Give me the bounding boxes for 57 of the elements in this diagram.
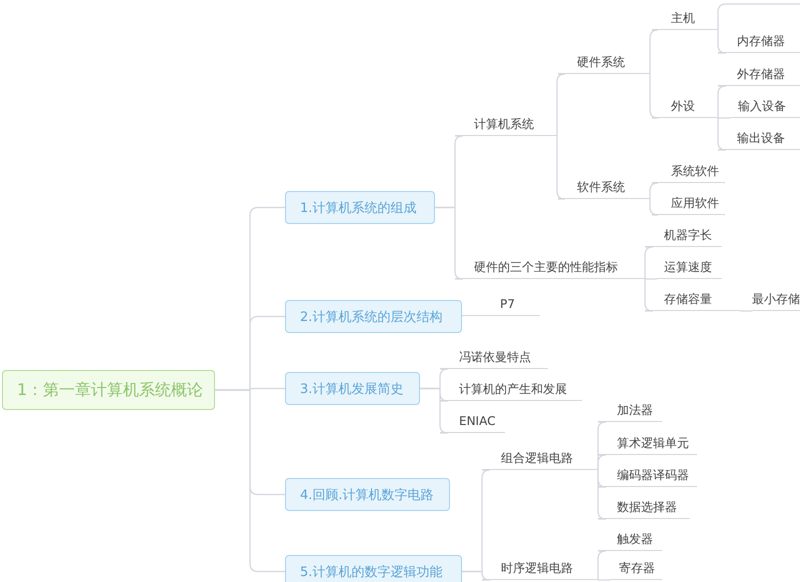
connector-line xyxy=(420,388,449,434)
branch-label: P7 xyxy=(462,294,540,316)
connector-line xyxy=(597,550,607,580)
topic-box: 3.计算机发展简史 xyxy=(285,372,420,405)
connector-line xyxy=(740,310,752,312)
connector-line xyxy=(717,85,727,118)
branch-label: 最小存储 xyxy=(752,289,800,311)
branch-label: 加法器 xyxy=(598,400,662,422)
connector-line xyxy=(649,199,659,216)
root-topic-box: 1：第一章计算机系统概论 xyxy=(2,370,215,410)
connector-line xyxy=(598,579,610,581)
branch-label: ENIAC xyxy=(440,411,505,433)
branch-label: 计算机系统 xyxy=(455,114,557,136)
connector-line xyxy=(645,278,657,280)
branch-label: 编码器译码器 xyxy=(598,465,697,487)
connector-line xyxy=(597,454,607,470)
branch-label: 内存储器 xyxy=(718,31,800,53)
connector-line xyxy=(717,3,800,30)
branch-label: 存储容量 xyxy=(645,289,740,311)
connector-line xyxy=(597,470,607,520)
connector-line xyxy=(717,30,727,54)
connector-line xyxy=(718,117,730,119)
branch-label: 主机 xyxy=(652,8,718,30)
connector-line xyxy=(649,74,659,119)
branch-label: 应用软件 xyxy=(652,193,725,215)
branch-label: 运算速度 xyxy=(657,257,722,279)
connector-line xyxy=(717,118,727,151)
branch-label: 输出设备 xyxy=(718,128,800,150)
connector-line xyxy=(649,29,659,74)
branch-label: 外存储器 xyxy=(718,64,800,86)
branch-label: 数据选择器 xyxy=(598,497,690,519)
topic-box: 5.计算机的数字逻辑功能 xyxy=(285,555,462,582)
branch-label: 硬件系统 xyxy=(558,52,650,74)
branch-label: 时序逻辑电路 xyxy=(482,558,598,580)
connector-line xyxy=(644,246,654,279)
connector-line xyxy=(649,182,659,199)
connector-line xyxy=(644,279,654,312)
branch-label: 触发器 xyxy=(598,529,662,551)
topic-box: 2.计算机系统的层次结构 xyxy=(285,300,462,333)
branch-label: 冯诺依曼特点 xyxy=(440,347,548,369)
connector-line xyxy=(556,136,566,200)
branch-label: 硬件的三个主要的性能指标 xyxy=(455,257,645,279)
branch-label: 寄存器 xyxy=(610,558,662,580)
branch-label: 输入设备 xyxy=(730,96,800,118)
topic-box: 4.回顾.计算机数字电路 xyxy=(285,478,450,511)
branch-label: 软件系统 xyxy=(558,177,650,199)
topic-box: 1.计算机系统的组成 xyxy=(285,191,435,224)
connector-line xyxy=(435,206,464,280)
branch-label: 算术逻辑单元 xyxy=(598,433,697,455)
connector-line xyxy=(215,389,285,572)
branch-label: 系统软件 xyxy=(652,161,725,183)
branch-label: 组合逻辑电路 xyxy=(482,448,598,470)
connector-line xyxy=(462,570,491,581)
branch-label: 计算机的产生和发展 xyxy=(440,379,582,401)
connector-line xyxy=(556,73,566,136)
branch-label: 外设 xyxy=(652,96,718,118)
branch-label: 机器字长 xyxy=(645,225,722,247)
